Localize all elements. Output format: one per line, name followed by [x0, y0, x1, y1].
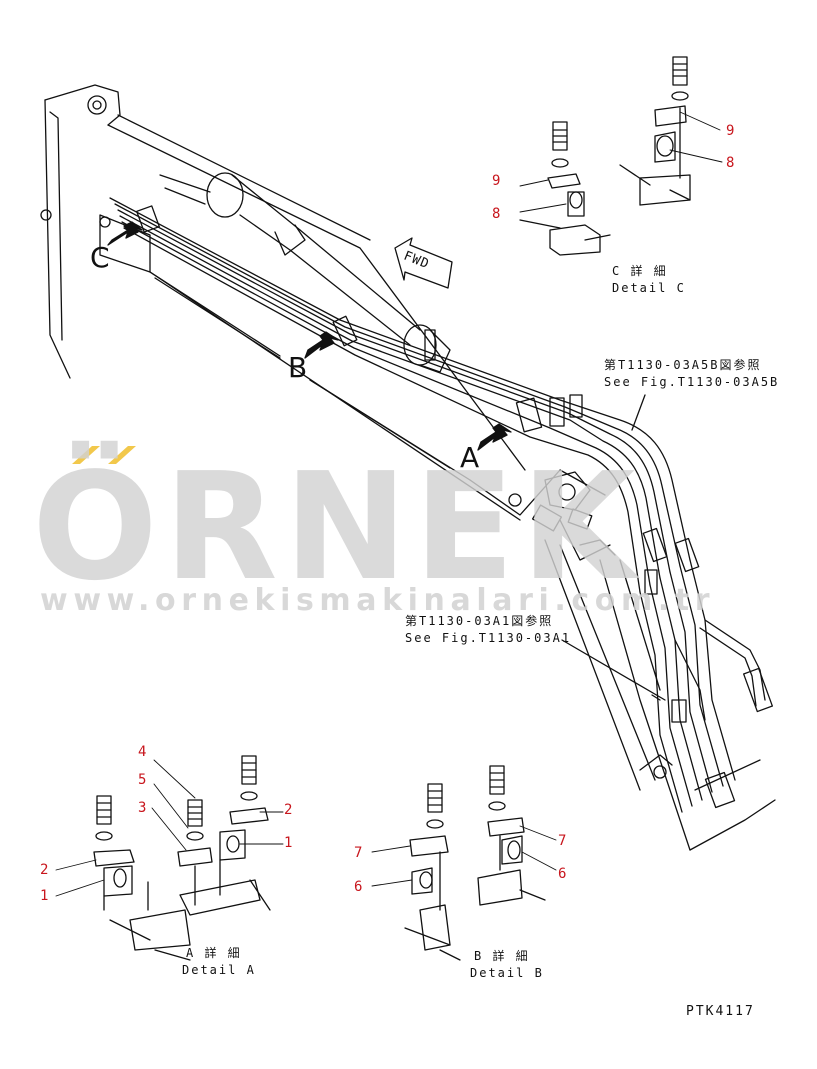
callout-5: 5	[138, 772, 147, 788]
reference-lower-jp: 第T1130-03A1図参照	[405, 614, 554, 628]
callout-8: 8	[492, 206, 501, 222]
hydraulic-hose-bundle	[109, 197, 766, 813]
section-letter-a: A	[460, 441, 480, 474]
drawing-code: PTK4117	[686, 1004, 755, 1019]
watermark-accents	[72, 446, 136, 464]
callout-9: 9	[492, 173, 501, 189]
detail-a-title-en: Detail A	[182, 963, 256, 977]
callout-7: 7	[558, 833, 567, 849]
callout-2: 2	[284, 802, 293, 818]
reference-leaders	[149, 271, 666, 701]
detail-b-drawing	[404, 765, 546, 961]
callout-9: 9	[726, 123, 735, 139]
callout-7: 7	[354, 845, 363, 861]
detail-c-title-jp: C 詳 細	[612, 264, 668, 278]
callout-leaders	[55, 111, 723, 897]
reference-upper-en: See Fig.T1130-03A5B	[604, 375, 780, 389]
reference-upper-jp: 第T1130-03A5B図参照	[604, 358, 762, 372]
hose-clamps	[136, 205, 774, 809]
detail-a-drawing	[93, 755, 271, 961]
detail-c-drawing	[519, 56, 691, 256]
detail-b-title-en: Detail B	[470, 966, 544, 980]
callout-8: 8	[726, 155, 735, 171]
callout-1: 1	[284, 835, 293, 851]
callout-3: 3	[138, 800, 147, 816]
watermark-brand: ÖRNEK	[32, 441, 642, 613]
watermark-url: www.ornekismakinalari.com.tr	[40, 583, 716, 618]
section-arrows	[107, 221, 512, 451]
section-letter-b: B	[288, 351, 308, 384]
callout-1: 1	[40, 888, 49, 904]
callout-4: 4	[138, 744, 147, 760]
callout-6: 6	[558, 866, 567, 882]
callout-2: 2	[40, 862, 49, 878]
fwd-arrow	[394, 237, 453, 289]
detail-c-title-en: Detail C	[612, 281, 686, 295]
detail-a-title-jp: A 詳 細	[186, 946, 242, 960]
reference-lower-en: See Fig.T1130-03A1	[405, 631, 572, 645]
callout-6: 6	[354, 879, 363, 895]
section-letter-c: C	[90, 241, 110, 274]
detail-b-title-jp: B 詳 細	[474, 949, 530, 963]
